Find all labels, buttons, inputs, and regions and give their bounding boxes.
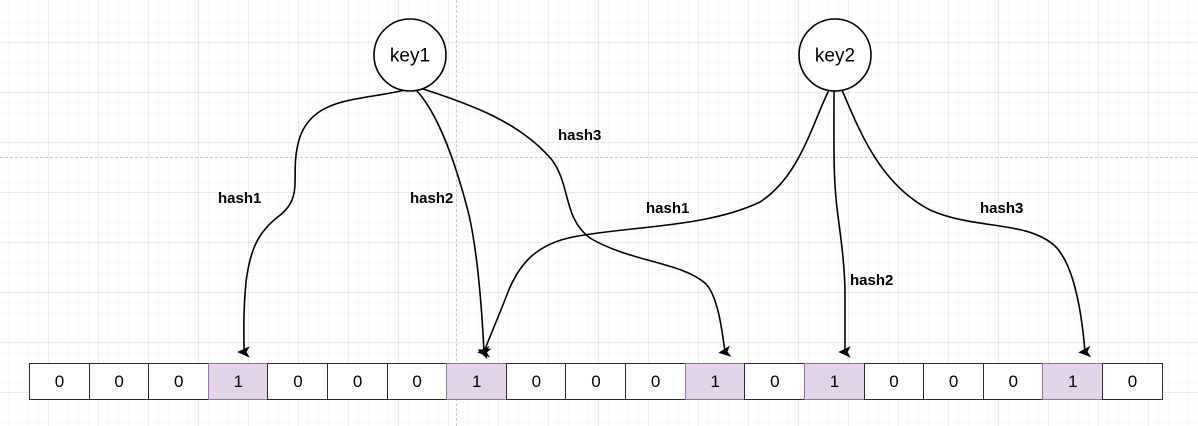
key1-label: key1 bbox=[390, 46, 430, 67]
bit-cell[interactable]: 0 bbox=[625, 363, 687, 400]
bit-cell[interactable]: 0 bbox=[88, 363, 150, 400]
bit-cell[interactable]: 1 bbox=[207, 363, 269, 400]
edge-key2-hash3 bbox=[841, 89, 1092, 358]
bit-cell[interactable]: 0 bbox=[267, 363, 329, 400]
bit-cell[interactable]: 1 bbox=[446, 363, 508, 400]
edge-label-key1-hash2: hash2 bbox=[410, 190, 454, 207]
key2-circle[interactable] bbox=[798, 18, 872, 92]
bit-cell[interactable]: 0 bbox=[505, 363, 567, 400]
edge-label-key1-hash3: hash3 bbox=[558, 127, 602, 144]
key2-label: key2 bbox=[815, 46, 855, 67]
edge-label-key2-hash1: hash1 bbox=[646, 200, 690, 217]
edge-key2-hash2 bbox=[833, 89, 851, 358]
bit-cell[interactable]: 0 bbox=[565, 363, 627, 400]
node-key1[interactable]: key1 bbox=[373, 18, 447, 92]
bit-cell[interactable]: 0 bbox=[386, 363, 448, 400]
bit-cell[interactable]: 1 bbox=[684, 363, 746, 400]
bit-cell[interactable]: 0 bbox=[863, 363, 925, 400]
bit-cell[interactable]: 0 bbox=[29, 363, 90, 400]
node-key2[interactable]: key2 bbox=[798, 18, 872, 92]
bit-cell[interactable]: 1 bbox=[1042, 363, 1104, 400]
edge-label-key2-hash2: hash2 bbox=[850, 272, 894, 289]
bit-cell[interactable]: 0 bbox=[1101, 363, 1163, 400]
bit-cell[interactable]: 1 bbox=[803, 363, 865, 400]
bit-cell[interactable]: 0 bbox=[982, 363, 1044, 400]
edge-label-key2-hash3: hash3 bbox=[980, 200, 1024, 217]
bit-cell[interactable]: 0 bbox=[923, 363, 985, 400]
edge-key1-hash3 bbox=[419, 87, 732, 357]
edge-key1-hash1 bbox=[237, 89, 406, 358]
edge-key2-hash1 bbox=[477, 89, 830, 360]
key1-circle[interactable] bbox=[373, 18, 447, 92]
edge-key1-hash2 bbox=[415, 89, 491, 358]
bit-cell[interactable]: 0 bbox=[148, 363, 210, 400]
bit-cell[interactable]: 0 bbox=[327, 363, 389, 400]
bit-cell[interactable]: 0 bbox=[744, 363, 806, 400]
edge-label-key1-hash1: hash1 bbox=[218, 190, 262, 207]
